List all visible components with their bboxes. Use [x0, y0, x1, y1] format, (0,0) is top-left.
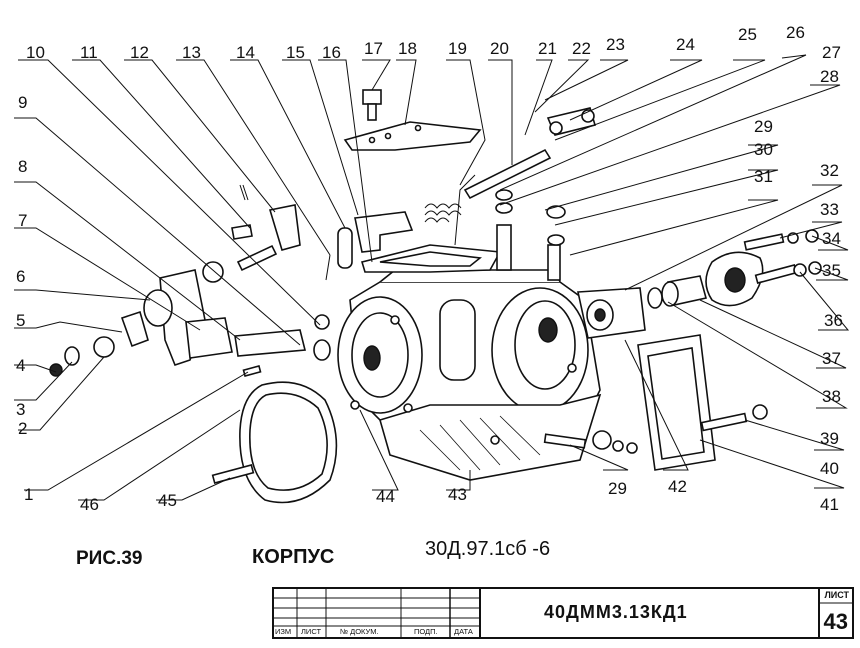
- callout-31: 31: [754, 167, 773, 186]
- callout-22: 22: [572, 39, 591, 58]
- callout-36: 36: [824, 311, 843, 330]
- spring-19: [424, 174, 476, 246]
- callout-7: 7: [18, 211, 27, 230]
- callout-33: 33: [820, 200, 839, 219]
- title-block: ИЗМ ЛИСТ № ДОКУМ. ПОДП. ДАТА 40ДММ3.13КД…: [272, 587, 854, 639]
- callout-43: 43: [448, 485, 467, 504]
- callout-21: 21: [538, 39, 557, 58]
- sheet-number: 43: [823, 609, 848, 634]
- bolt-17: [362, 89, 382, 121]
- callout-14: 14: [236, 43, 255, 62]
- callout-26: 26: [786, 23, 805, 42]
- bushing-38: [647, 275, 707, 309]
- callout-12: 12: [130, 43, 149, 62]
- callout-29-bottom: 29: [608, 479, 627, 498]
- callout-16: 16: [322, 43, 341, 62]
- callout-6: 6: [16, 267, 25, 286]
- housing-body: [337, 269, 602, 481]
- callout-1: 1: [24, 485, 33, 504]
- callout-numbers: 10 11 12 13 14 15 16 17 18 19 20 21 22 2…: [16, 23, 843, 514]
- large-gasket-46: [239, 381, 338, 504]
- gasket-plate-16: [360, 244, 502, 273]
- callout-46: 46: [80, 495, 99, 514]
- studs-and-nuts: [211, 189, 822, 485]
- callout-9: 9: [18, 93, 27, 112]
- figure-label: РИС.39: [76, 548, 143, 569]
- callout-39: 39: [820, 429, 839, 448]
- header-signature: ПОДП.: [414, 627, 438, 636]
- callout-42: 42: [668, 477, 687, 496]
- figure-title: КОРПУС: [252, 546, 335, 568]
- callout-44: 44: [376, 487, 395, 506]
- callout-32: 32: [820, 161, 839, 180]
- flange-42: [577, 287, 646, 339]
- sheet-label: ЛИСТ: [824, 590, 849, 600]
- callout-5: 5: [16, 311, 25, 330]
- header-list: ЛИСТ: [301, 627, 322, 636]
- callout-45: 45: [158, 491, 177, 510]
- left-small-parts: [49, 184, 331, 377]
- callout-2: 2: [18, 419, 27, 438]
- callout-29: 29: [754, 117, 773, 136]
- callout-19: 19: [448, 39, 467, 58]
- callout-3: 3: [16, 400, 25, 419]
- callout-11: 11: [80, 43, 98, 62]
- callout-27: 27: [822, 43, 841, 62]
- callout-10: 10: [26, 43, 45, 62]
- exploded-view-drawing: 10 11 12 13 14 15 16 17 18 19 20 21 22 2…: [14, 23, 850, 514]
- header-doc-number: № ДОКУМ.: [340, 627, 379, 636]
- header-date: ДАТА: [454, 627, 473, 636]
- callout-18: 18: [398, 39, 417, 58]
- callout-4: 4: [16, 356, 25, 375]
- document-designation: 40ДММ3.13КД1: [544, 602, 688, 622]
- callout-17: 17: [364, 39, 383, 58]
- leader-lines: [14, 54, 850, 501]
- callout-28: 28: [820, 67, 839, 86]
- callout-38: 38: [822, 387, 841, 406]
- callout-34: 34: [822, 229, 841, 248]
- callout-24: 24: [676, 35, 695, 54]
- title-block-grid: [274, 589, 852, 637]
- cover-plate-34: [705, 251, 764, 307]
- callout-41: 41: [820, 495, 839, 514]
- callout-8: 8: [18, 157, 27, 176]
- callout-30: 30: [754, 140, 773, 159]
- callout-20: 20: [490, 39, 509, 58]
- callout-15: 15: [286, 43, 305, 62]
- callout-23: 23: [606, 35, 625, 54]
- callout-13: 13: [182, 43, 201, 62]
- gasket-41: [637, 334, 716, 471]
- shaft-20: [463, 148, 552, 200]
- callout-40: 40: [820, 459, 839, 478]
- drawing-number: 30Д.97.1сб -6: [425, 538, 551, 560]
- callout-25: 25: [738, 25, 757, 44]
- callout-35: 35: [822, 261, 841, 280]
- header-izm: ИЗМ: [275, 627, 292, 636]
- lever-plate-18: [343, 121, 482, 151]
- callout-37: 37: [822, 349, 841, 368]
